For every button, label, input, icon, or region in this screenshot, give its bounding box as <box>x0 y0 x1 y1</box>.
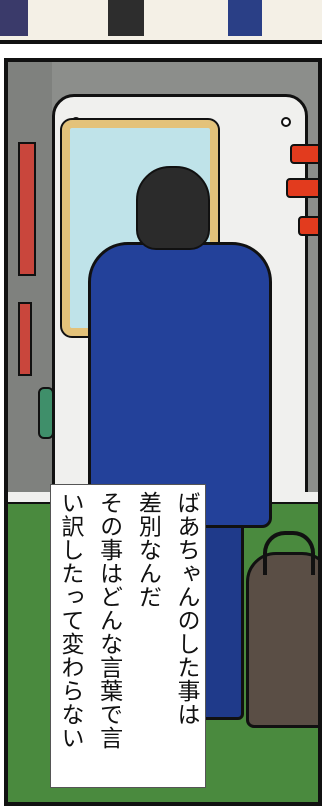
man-head <box>136 166 210 250</box>
sfx-stroke <box>290 144 318 164</box>
caption-line-3: その事はどんな言葉で言 <box>95 491 122 750</box>
narration-caption: ばあちゃんのした事は 差別なんだ その事はどんな言葉で言 い訳したって変わらない <box>50 484 206 788</box>
previous-panel-figure-right <box>228 0 262 36</box>
wall-rail-lower <box>18 302 32 376</box>
bag-strap <box>263 531 315 575</box>
sound-effect-lines <box>286 144 318 254</box>
sfx-stroke <box>286 178 318 198</box>
caption-line-1: ばあちゃんのした事は <box>172 491 199 726</box>
door-bolt <box>281 117 291 127</box>
door-handle <box>38 387 54 439</box>
caption-line-2: 差別なんだ <box>134 491 161 609</box>
previous-panel-figure-left <box>0 0 28 36</box>
sfx-stroke <box>298 216 318 236</box>
shoulder-bag <box>246 531 318 728</box>
caption-line-4: い訳したって変わらない <box>57 491 83 750</box>
previous-panel-figure-mid <box>108 0 144 36</box>
wall-rail <box>18 142 36 276</box>
previous-panel-strip <box>0 0 322 44</box>
